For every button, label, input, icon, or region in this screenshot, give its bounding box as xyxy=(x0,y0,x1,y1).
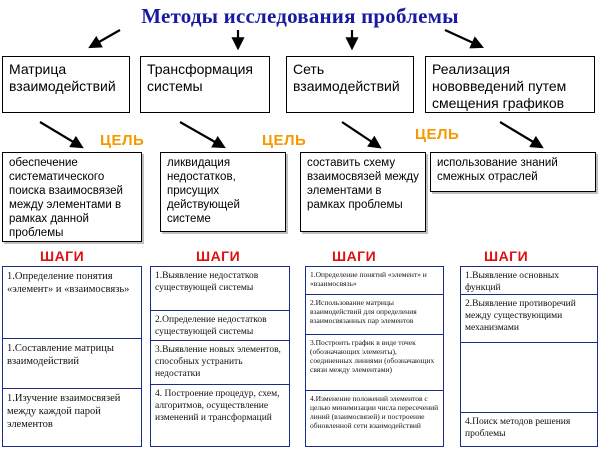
arrow-method-3-to-goal xyxy=(341,121,382,149)
arrow-title-to-method-4 xyxy=(444,28,485,49)
method-box-interaction-network: Сеть взаимодействий xyxy=(286,56,414,113)
step-item: 4.Поиск методов решения проблемы xyxy=(465,417,571,439)
arrow-method-2-to-goal xyxy=(179,121,226,149)
step-item: 1.Выявление основных функций xyxy=(461,267,597,295)
goal-text: обеспечение систематического поиска взаи… xyxy=(9,157,123,239)
goal-label-1: ЦЕЛЬ xyxy=(100,132,145,149)
step-item: 3.Выявление новых элементов, способных у… xyxy=(151,341,289,385)
goal-box-3: составить схему взаимосвязей между элеме… xyxy=(300,152,426,232)
step-item: 2.Использование матрицы взаимодействий д… xyxy=(306,295,443,335)
steps-column-3: 1.Определение понятий «элемент» и «взаим… xyxy=(305,266,444,447)
steps-column-1: 1.Определение понятия «элемент» и «взаим… xyxy=(2,266,142,447)
goal-box-1: обеспечение систематического поиска взаи… xyxy=(2,152,142,242)
step-item: 3.Построить график в виде точек (обознач… xyxy=(306,335,443,391)
step-item: 1.Определение понятий «элемент» и «взаим… xyxy=(306,267,443,295)
arrow-method-4-to-goal xyxy=(499,121,544,149)
step-item: 4.Изменение положений элементов с целью … xyxy=(310,394,439,430)
arrow-title-to-method-1 xyxy=(88,29,121,49)
method-box-interaction-matrix: Матрица взаимодействий xyxy=(2,56,130,113)
method-name: Матрица взаимодействий xyxy=(9,61,116,94)
steps-column-2: 1.Выявление недостатков существующей сис… xyxy=(150,266,290,447)
page-title: Методы исследования проблемы xyxy=(141,4,459,28)
goal-box-4: использование знаний смежных отраслей xyxy=(430,152,596,192)
steps-label-2: ШАГИ xyxy=(196,248,241,264)
method-name: Реализация нововведений путем смещения г… xyxy=(432,61,567,111)
arrow-method-1-to-goal xyxy=(39,121,84,149)
steps-column-4: 1.Выявление основных функций 2.Выявление… xyxy=(460,266,598,447)
step-item: 2.Выявление противоречий между существую… xyxy=(461,295,597,343)
step-item: 2.Определение недостатков существующей с… xyxy=(151,311,289,341)
steps-label-4: ШАГИ xyxy=(484,248,529,264)
goal-text: использование знаний смежных отраслей xyxy=(437,157,558,183)
step-item: 1.Определение понятия «элемент» и «взаим… xyxy=(3,267,141,339)
goal-text: составить схему взаимосвязей между элеме… xyxy=(307,157,419,211)
steps-label-3: ШАГИ xyxy=(332,248,377,264)
step-item: 4. Построение процедур, схем, алгоритмов… xyxy=(155,389,280,423)
step-item: 1.Составление матрицы взаимодействий xyxy=(3,339,141,389)
steps-label-1: ШАГИ xyxy=(40,248,85,264)
goal-label-2: ЦЕЛЬ xyxy=(262,132,307,149)
step-item xyxy=(461,343,597,413)
goal-text: ликвидация недостатков, присущих действу… xyxy=(167,157,240,225)
step-item: 1.Изучение взаимосвязей между каждой пар… xyxy=(7,393,121,430)
step-item: 1.Выявление недостатков существующей сис… xyxy=(151,267,289,311)
goal-label-3: ЦЕЛЬ xyxy=(415,126,460,143)
method-name: Трансформация системы xyxy=(147,61,253,94)
method-name: Сеть взаимодействий xyxy=(293,61,400,94)
method-box-system-transformation: Трансформация системы xyxy=(140,56,270,113)
method-box-innovation-implementation: Реализация нововведений путем смещения г… xyxy=(425,56,595,113)
goal-box-2: ликвидация недостатков, присущих действу… xyxy=(160,152,286,232)
